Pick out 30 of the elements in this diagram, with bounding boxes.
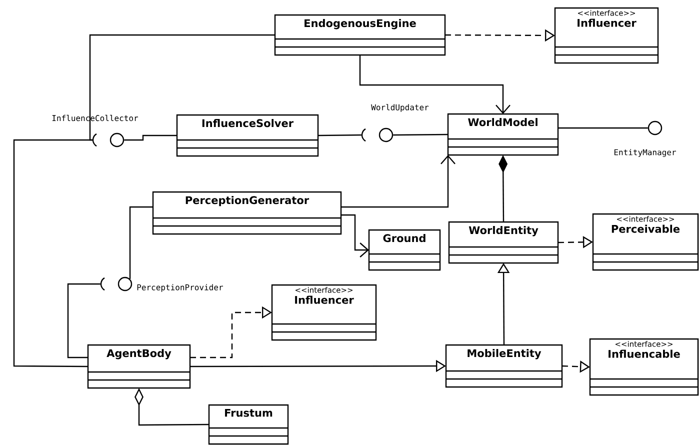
provided-interface-ball xyxy=(648,120,662,136)
connector-line xyxy=(393,134,448,136)
connector-line xyxy=(13,139,92,368)
connector-line xyxy=(129,206,153,279)
provided-interface-ball xyxy=(118,276,132,292)
class-box: Frustum xyxy=(208,404,289,445)
interface-label: EntityManager xyxy=(612,148,678,158)
provided-interface-ball xyxy=(110,132,124,148)
class-box: WorldEntity xyxy=(448,221,559,264)
class-box: Ground xyxy=(368,229,441,271)
class-box: MobileEntity xyxy=(445,344,563,388)
required-interface-socket xyxy=(92,133,97,147)
connector-line xyxy=(124,134,177,141)
arrow xyxy=(341,214,369,258)
connector-line xyxy=(89,34,275,141)
class-box: WorldModel xyxy=(447,113,559,156)
class-box: AgentBody xyxy=(87,344,191,389)
arrow xyxy=(359,55,510,114)
connector-line xyxy=(318,134,362,136)
class-box: EndogenousEngine xyxy=(274,14,446,56)
provided-interface-ball xyxy=(378,128,394,142)
arrow xyxy=(341,155,456,208)
class-box: PerceptionGenerator xyxy=(152,191,342,235)
connector-line xyxy=(67,283,100,358)
required-interface-socket xyxy=(100,277,105,291)
class-box: InfluenceSolver xyxy=(176,114,319,157)
connector-line xyxy=(558,127,648,129)
interface-label: WorldUpdater xyxy=(370,103,430,113)
interface-label: PerceptionProvider xyxy=(136,283,224,293)
required-interface-socket xyxy=(361,128,366,142)
